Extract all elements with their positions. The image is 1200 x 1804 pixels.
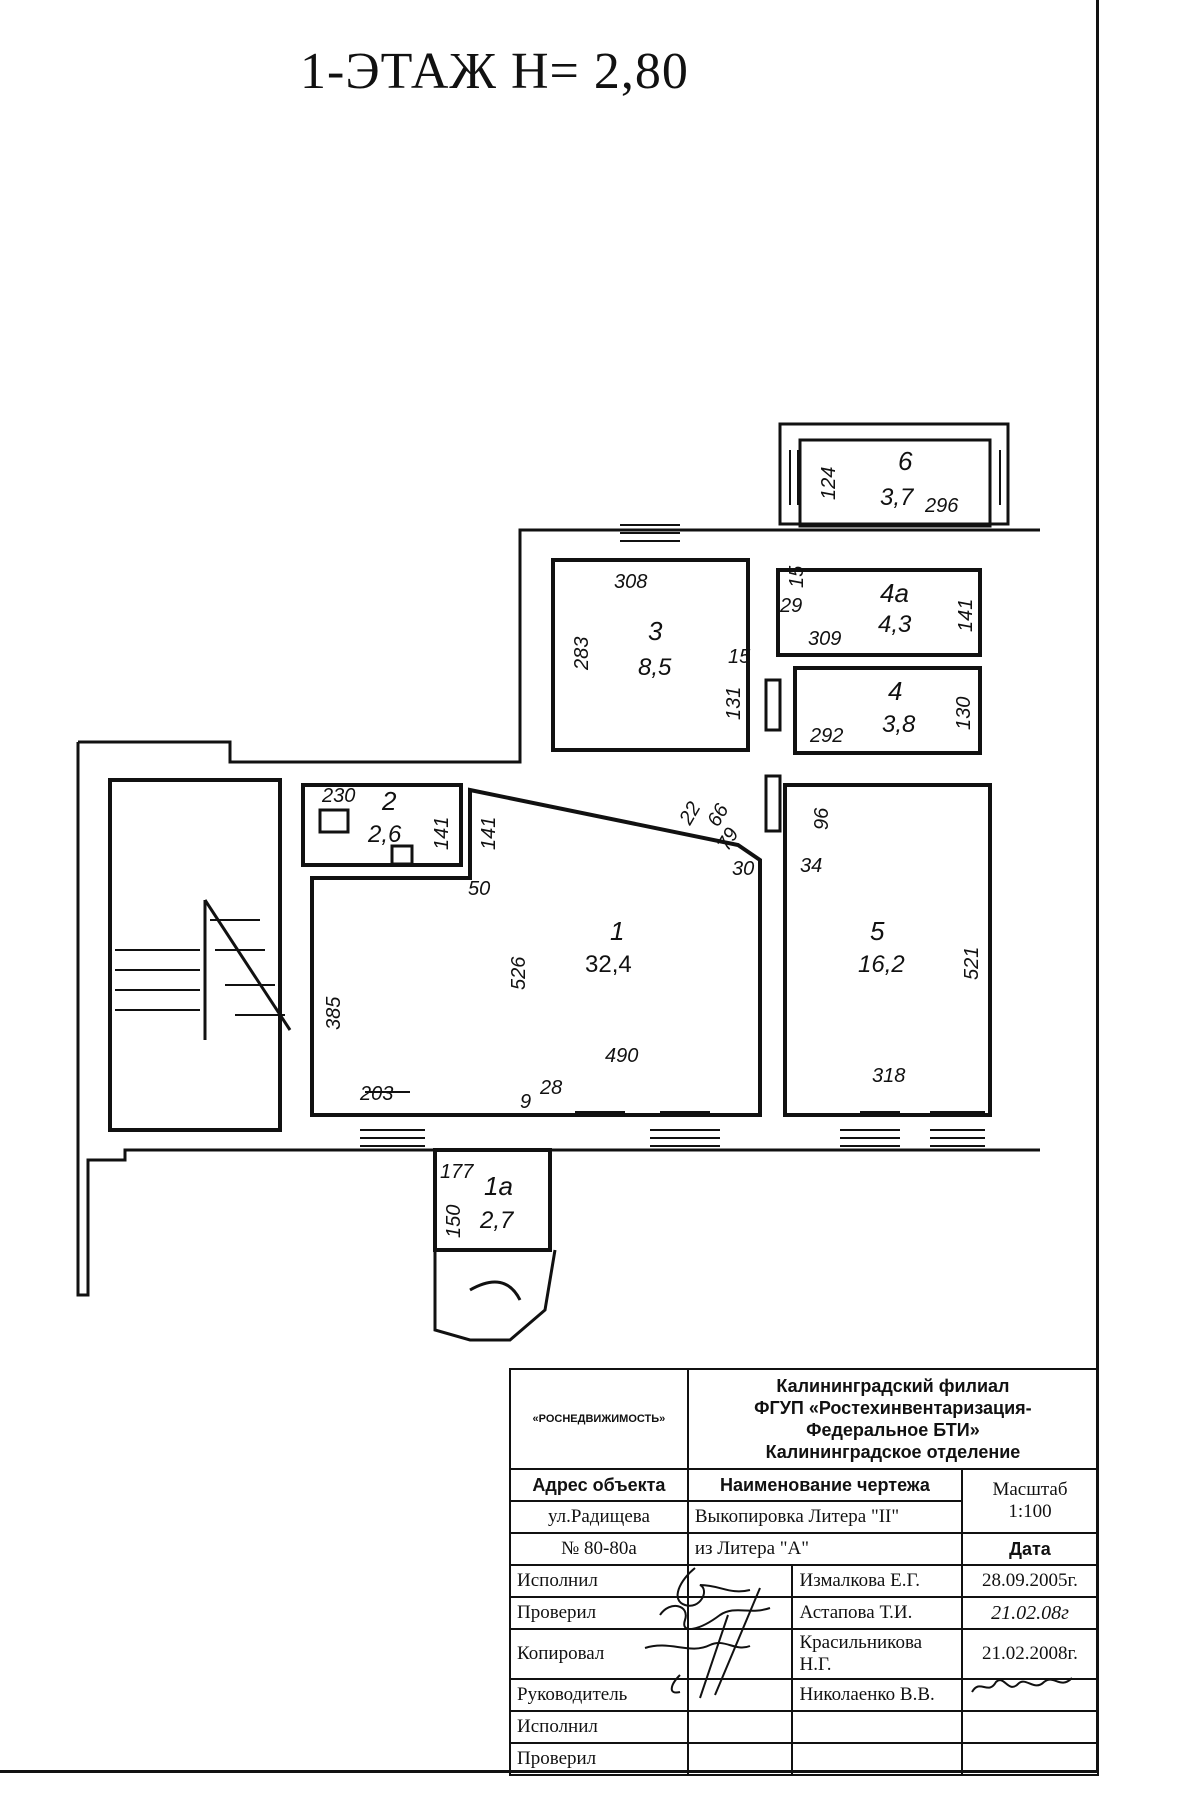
dim-r3-gap: 15 (728, 646, 751, 668)
address-label: Адрес объекта (509, 1468, 689, 1502)
street-value: ул.Радищева (509, 1500, 689, 1534)
dim-r4a-right: 141 (955, 599, 977, 632)
dim-r1a-top: 177 (440, 1161, 474, 1183)
room-4a-number: 4а (880, 578, 909, 608)
room-3-number: 3 (648, 616, 663, 646)
dim-r5-bottom: 318 (872, 1065, 905, 1087)
drawing-name: Выкопировка Литера "II" (686, 1500, 963, 1534)
date-3: 21.02.2008г. (960, 1628, 1100, 1680)
room-5-area: 16,2 (858, 951, 905, 978)
dim-r1-left: 385 (323, 996, 345, 1030)
dim-r1-s1: 9 (520, 1091, 531, 1113)
room-5-number: 5 (870, 916, 885, 946)
room-6-number: 6 (898, 446, 913, 476)
scale-value: 1:100 (1008, 1501, 1052, 1522)
dim-r1-bottom: 490 (605, 1045, 638, 1067)
role-5: Исполнил (509, 1710, 689, 1744)
dim-r5-right: 521 (961, 947, 983, 980)
dim-r1-c2: 22 (675, 798, 706, 829)
person-3: Красильникова Н.Г. (791, 1628, 963, 1680)
room-1-area: 32,4 (585, 951, 632, 978)
scale-cell: Масштаб 1:100 (960, 1468, 1100, 1534)
dim-r4-bottom: 292 (809, 725, 843, 747)
org-line-4: Калининградское отделение (765, 1442, 1021, 1462)
room-4-area: 3,8 (882, 711, 916, 738)
house-number: № 80-80а (509, 1532, 689, 1566)
dim-r1-a: 50 (468, 878, 490, 900)
date-1: 28.09.2005г. (960, 1564, 1100, 1598)
date-label: Дата (960, 1532, 1100, 1566)
room-3-area: 8,5 (638, 654, 672, 681)
role-3: Копировал (509, 1628, 689, 1680)
dim-r6-w: 296 (924, 495, 959, 517)
room-2-area: 2,6 (367, 821, 402, 848)
drawing-label: Наименование чертежа (686, 1468, 963, 1502)
dim-r4-right: 130 (953, 697, 975, 730)
dim-r4a-bottom: 309 (808, 628, 841, 650)
dim-r2-right: 141 (431, 817, 453, 850)
dim-r2-wall: 141 (478, 817, 500, 850)
dim-r1-mid: 526 (508, 956, 530, 990)
frame-right-border (1096, 0, 1099, 1772)
room-6-area: 3,7 (880, 484, 915, 511)
org-line-3: Федеральное БТИ» (806, 1420, 980, 1440)
frame-bottom-border (0, 1770, 1099, 1773)
signature-2 (686, 1596, 794, 1630)
dim-r1a-left: 150 (443, 1205, 465, 1238)
dim-r3-left: 283 (571, 637, 593, 671)
dim-r1-s2: 28 (539, 1077, 562, 1099)
date-2: 21.02.08г (960, 1596, 1100, 1630)
dim-r4a-b: 15 (786, 565, 808, 588)
dim-r1-c1: 66 (703, 799, 734, 830)
dim-r2-top: 230 (321, 785, 355, 807)
person-4: Николаенко В.В. (791, 1678, 963, 1712)
room-1a-number: 1а (484, 1171, 513, 1201)
role-2: Проверил (509, 1596, 689, 1630)
agency-name: «РОСНЕДВИЖИМОСТЬ» (509, 1368, 689, 1470)
dim-r3-top: 308 (614, 571, 647, 593)
room-2-number: 2 (381, 786, 397, 816)
room-1-number: 1 (610, 916, 624, 946)
dim-r6-h: 124 (818, 467, 840, 500)
room-4a-area: 4,3 (878, 611, 912, 638)
title-block: «РОСНЕДВИЖИМОСТЬ» Калининградский филиал… (509, 1368, 1100, 1776)
handwritten-date-mark (971, 1677, 1073, 1693)
dim-r1-c4: 30 (732, 858, 754, 880)
role-1: Исполнил (509, 1564, 689, 1598)
date-5 (960, 1710, 1100, 1744)
dim-r5-b: 34 (800, 855, 822, 877)
person-5 (791, 1710, 963, 1744)
dim-r5-a: 96 (811, 807, 833, 830)
scale-label: Масштаб (992, 1479, 1068, 1500)
signature-5 (686, 1710, 794, 1744)
org-line-1: Калининградский филиал (776, 1376, 1010, 1396)
org-line-2: ФГУП «Ростехинвентаризация- (754, 1398, 1032, 1418)
dim-r4a-a: 29 (779, 595, 802, 617)
floor-plan: 6 3,7 3 8,5 4а 4,3 4 3,8 2 2,6 1 32,4 5 … (76, 422, 1040, 1342)
room-4-number: 4 (888, 676, 902, 706)
role-4: Руководитель (509, 1678, 689, 1712)
person-2: Астапова Т.И. (791, 1596, 963, 1630)
dim-r1-bl: 203 (359, 1083, 393, 1105)
person-1: Измалкова Е.Г. (791, 1564, 963, 1598)
dim-r3-right: 131 (723, 687, 745, 720)
drawing-from: из Литера "А" (686, 1532, 963, 1566)
handwritten-signatures (644, 1567, 771, 1699)
page-title: 1-ЭТАЖ Н= 2,80 (300, 43, 689, 100)
room-1a-area: 2,7 (479, 1207, 515, 1234)
organization-block: Калининградский филиал ФГУП «Ростехинвен… (686, 1368, 1100, 1470)
